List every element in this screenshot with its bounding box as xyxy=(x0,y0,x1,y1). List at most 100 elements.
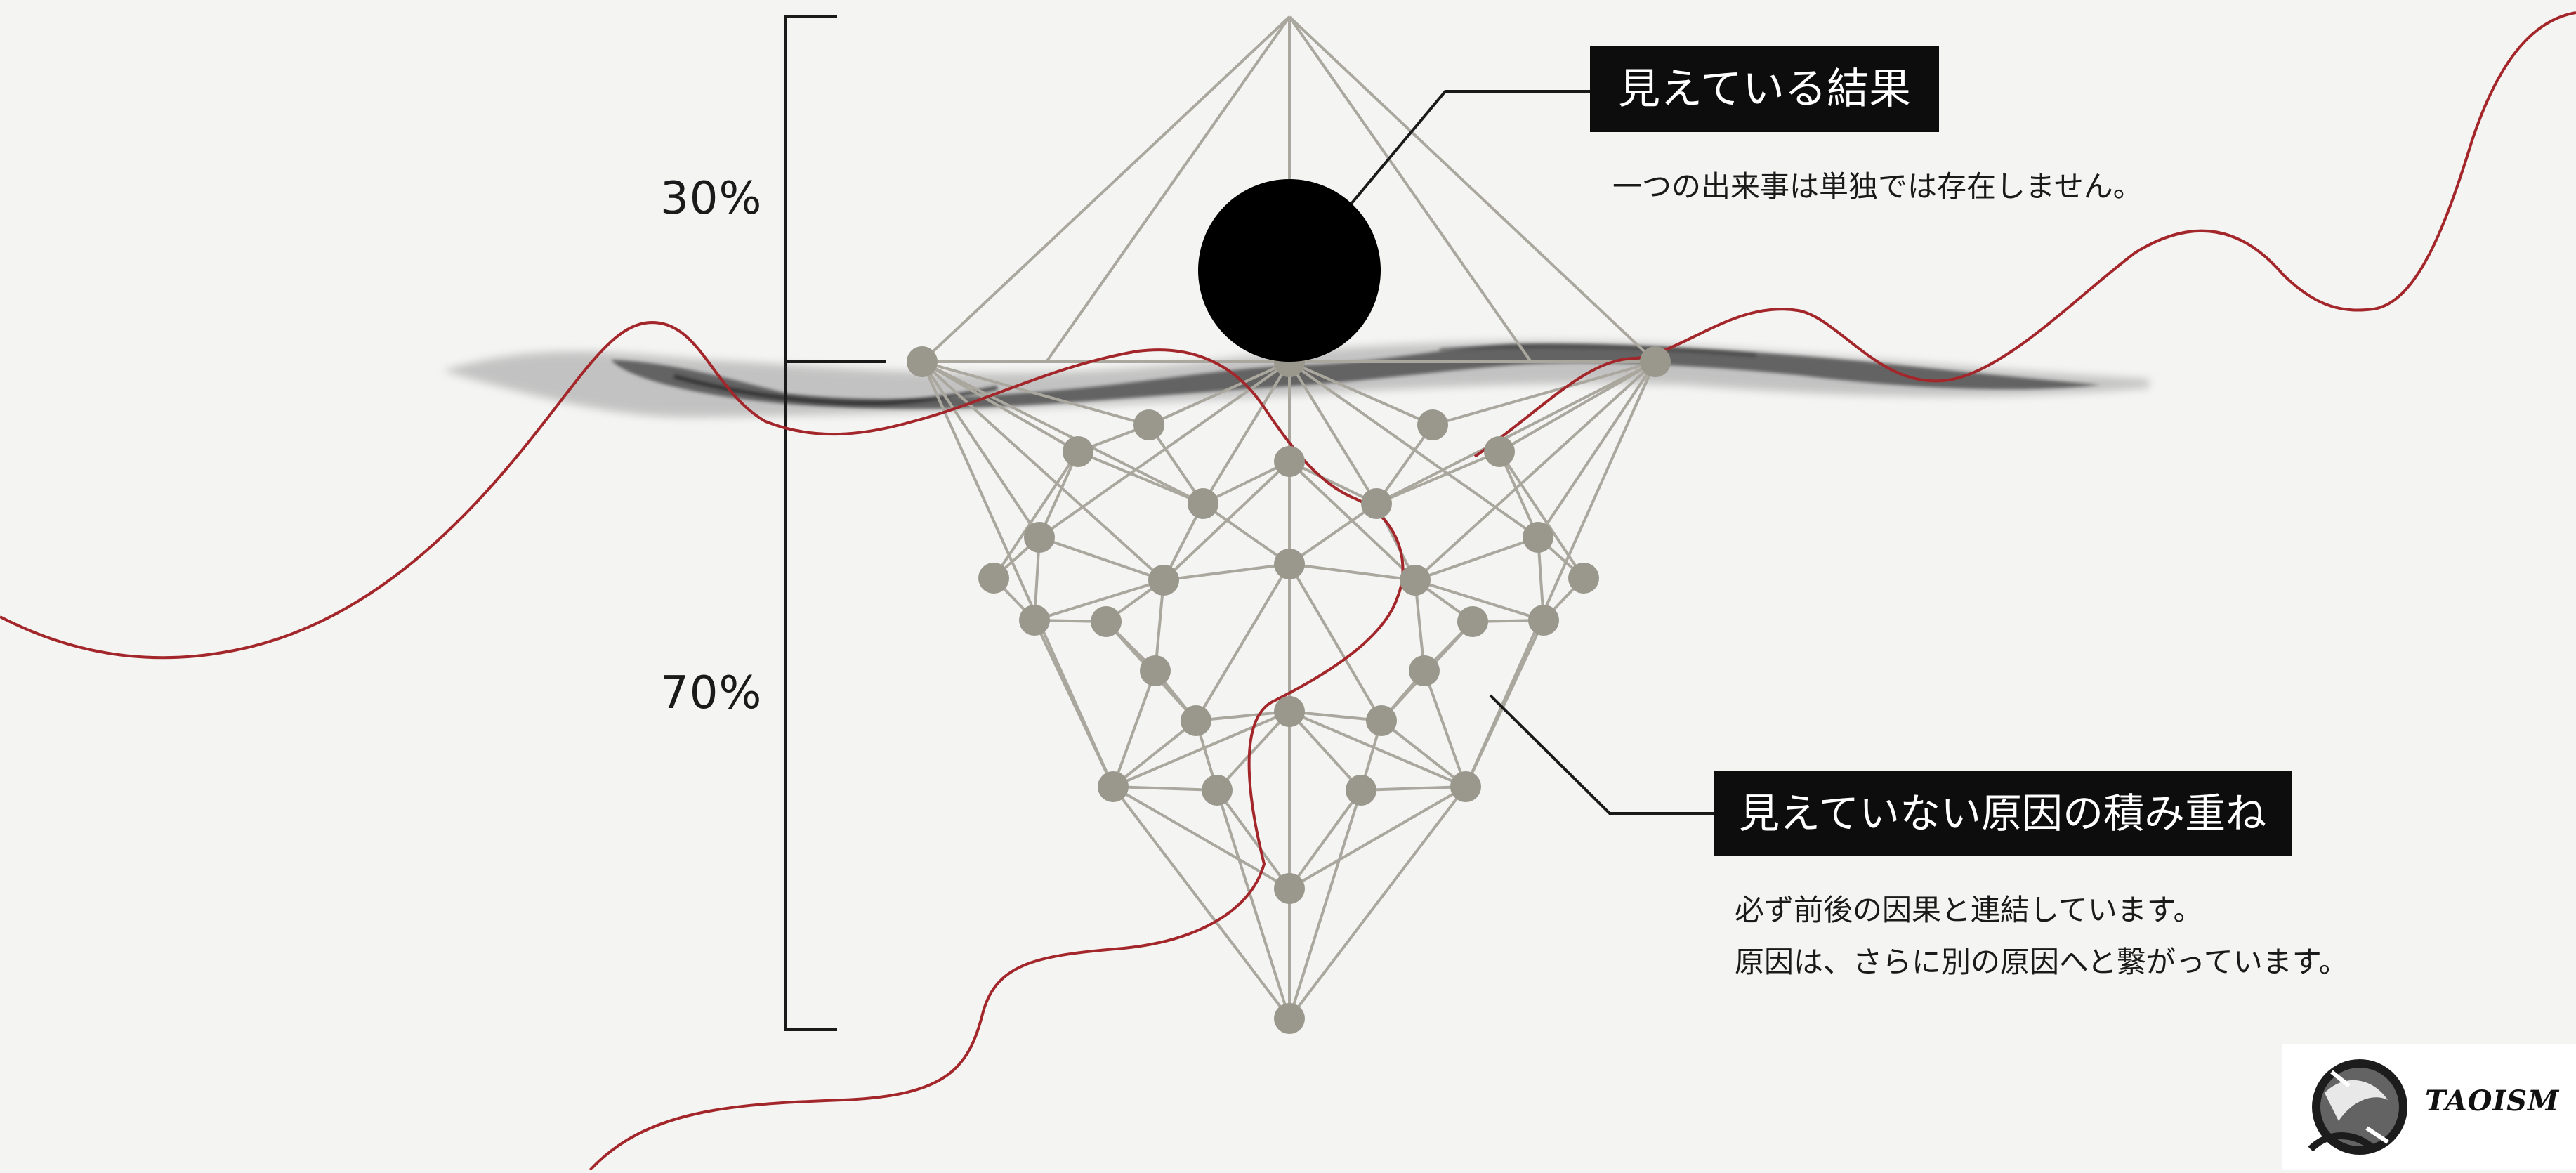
network-edge xyxy=(1288,785,1467,1020)
taoism-emblem-icon xyxy=(2308,1059,2407,1155)
network-node xyxy=(1457,606,1488,637)
network-edge xyxy=(1360,785,1466,792)
network-node xyxy=(1091,606,1122,637)
lower-percentage-label: 70% xyxy=(660,667,763,719)
network-edge xyxy=(1202,460,1290,505)
network-edge xyxy=(1423,670,1467,787)
network-edge xyxy=(1288,710,1362,792)
network-edge xyxy=(1464,361,1657,787)
network-edge xyxy=(1499,360,1656,453)
network-edge xyxy=(1112,670,1157,787)
network-edge xyxy=(1288,789,1362,890)
network-node xyxy=(1133,409,1164,440)
network-edge xyxy=(1288,789,1362,1019)
network-edge xyxy=(921,360,1079,453)
hidden-causes-title: 見えていない原因の積み重ね xyxy=(1714,771,2292,856)
network-edge xyxy=(1288,785,1467,890)
network-edge xyxy=(1376,360,1656,505)
network-node xyxy=(1024,522,1055,553)
network-edge xyxy=(921,360,1204,505)
network-edge xyxy=(1195,710,1290,722)
causal-thread-curve xyxy=(0,321,1405,1170)
network-edge xyxy=(1289,360,1433,426)
visible-result-leader-line xyxy=(1350,90,1590,205)
network-node xyxy=(1528,605,1559,636)
network-edge xyxy=(1375,424,1434,505)
network-edge xyxy=(1498,451,1539,538)
network-node xyxy=(1274,696,1305,727)
network-node xyxy=(1019,605,1050,636)
causal-network-nodes xyxy=(907,346,1671,1034)
hidden-causes-leader-line xyxy=(1489,694,1714,815)
network-edge xyxy=(1038,451,1079,538)
network-edge xyxy=(1432,360,1656,426)
causal-network-edges xyxy=(921,360,1657,1020)
network-edge xyxy=(1148,424,1204,505)
network-edge xyxy=(1380,719,1467,788)
network-edge xyxy=(1414,579,1544,622)
network-edge xyxy=(1376,450,1500,505)
network-node xyxy=(1409,655,1440,686)
network-node xyxy=(1063,436,1093,467)
network-node xyxy=(1450,771,1481,802)
network-node xyxy=(1274,873,1305,904)
network-edge xyxy=(1414,360,1657,582)
network-node xyxy=(907,346,938,377)
network-edge xyxy=(921,360,1165,582)
network-edge xyxy=(1414,536,1539,582)
network-edge xyxy=(1202,502,1291,565)
network-edge xyxy=(1077,450,1204,505)
network-node xyxy=(1568,563,1599,594)
network-edge xyxy=(992,450,1079,579)
network-edge xyxy=(921,360,1150,426)
hidden-causes-line-2: 原因は、さらに別の原因へと繋がっています。 xyxy=(1735,945,2348,979)
visible-result-circle xyxy=(1198,179,1381,362)
network-edge xyxy=(1288,563,1383,722)
network-node xyxy=(1148,565,1179,596)
hidden-causes-line-1: 必ず前後の因果と連結しています。 xyxy=(1735,893,2203,927)
network-node xyxy=(1274,446,1305,477)
network-edge xyxy=(1163,563,1290,582)
network-node xyxy=(1181,705,1211,736)
taoism-logo: TAOISM xyxy=(2282,1044,2576,1170)
network-node xyxy=(1640,346,1671,377)
network-edge xyxy=(1289,710,1466,788)
network-edge xyxy=(1112,785,1291,1020)
visible-result-title: 見えている結果 xyxy=(1590,46,1939,132)
network-edge xyxy=(1498,450,1585,579)
network-node xyxy=(1523,522,1553,553)
causal-thread-upper-curve xyxy=(1473,11,2576,458)
network-edge xyxy=(1195,563,1291,722)
network-edge xyxy=(1112,785,1218,792)
network-edge xyxy=(1288,502,1378,565)
network-node xyxy=(1202,775,1233,806)
network-edge xyxy=(1039,536,1164,582)
network-edge xyxy=(1216,710,1291,792)
network-edge xyxy=(1148,360,1290,426)
upper-percentage-label: 30% xyxy=(660,173,763,225)
scale-bracket xyxy=(784,15,886,1031)
network-node xyxy=(1098,771,1129,802)
network-node xyxy=(1346,775,1376,806)
network-edge xyxy=(1288,360,1378,505)
network-node xyxy=(978,563,1009,594)
network-node xyxy=(1366,705,1397,736)
network-edge xyxy=(1216,789,1291,1019)
network-node xyxy=(1274,1003,1305,1034)
network-node xyxy=(1417,409,1448,440)
network-node xyxy=(1188,488,1218,519)
taoism-logo-text: TAOISM xyxy=(2425,1084,2560,1118)
network-edge xyxy=(1112,710,1290,788)
network-edge xyxy=(1537,360,1657,539)
network-edge xyxy=(921,361,1115,787)
network-edge xyxy=(1216,789,1291,890)
network-edge xyxy=(1202,360,1291,505)
network-edge xyxy=(1112,719,1197,788)
network-node xyxy=(1140,655,1171,686)
network-node xyxy=(1361,488,1392,519)
network-node xyxy=(1274,549,1305,579)
network-edge xyxy=(1034,579,1164,622)
network-node xyxy=(1400,565,1431,596)
visible-result-description: 一つの出来事は単独では存在しません。 xyxy=(1612,169,2143,204)
